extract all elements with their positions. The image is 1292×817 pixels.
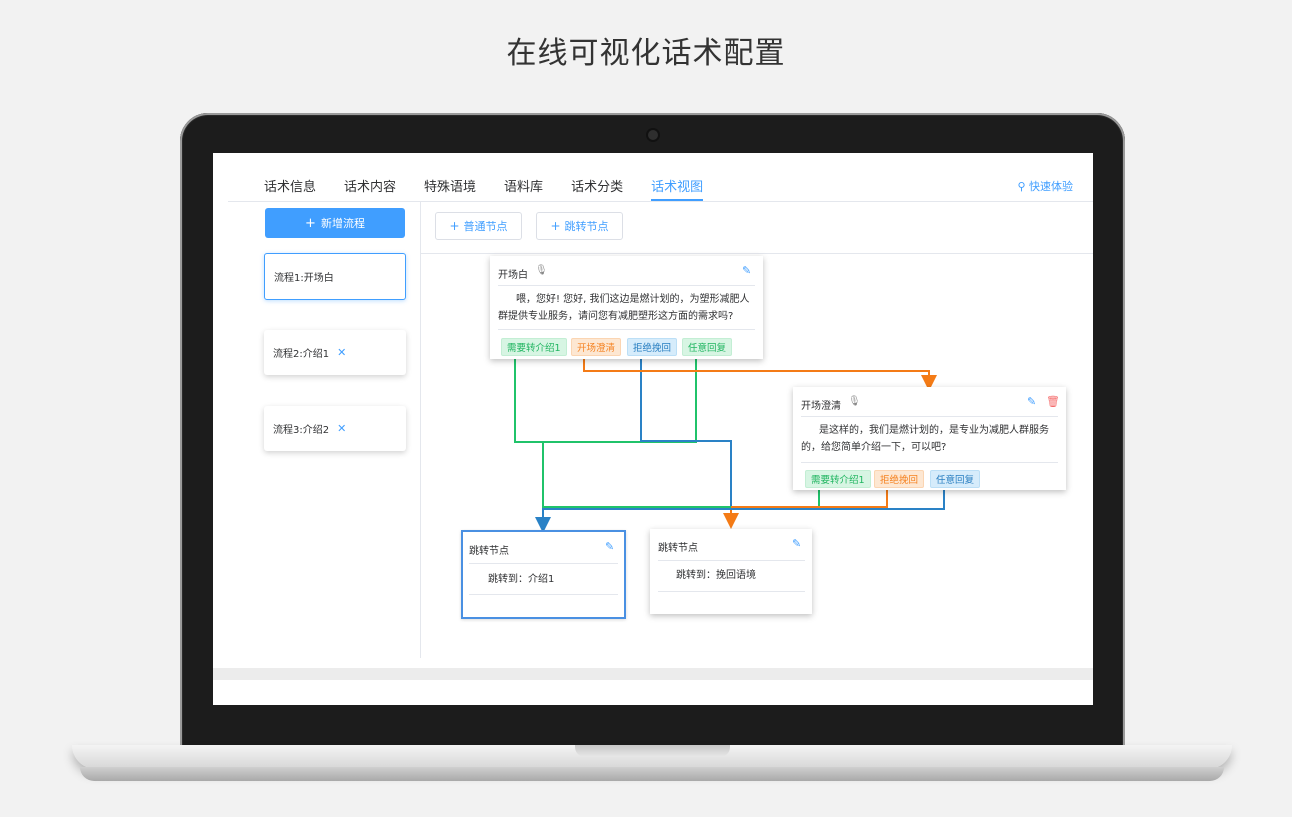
- node-title: 跳转节点: [658, 543, 698, 554]
- node-title: 开场澄清: [801, 401, 841, 412]
- tag-opening-clarify[interactable]: 开场澄清: [571, 338, 622, 356]
- jump-node-label: 跳转节点: [564, 220, 609, 233]
- node-text: 喂，您好! 您好, 我们这边是燃计划的，为塑形减肥人群提供专业服务，请问您有减肥…: [498, 294, 750, 322]
- node-divider: [801, 462, 1058, 463]
- node-text: 跳转到：介绍1: [488, 574, 555, 585]
- tab-special-context[interactable]: 特殊语境: [424, 180, 477, 195]
- tag-refuse-retain[interactable]: 拒绝挽回: [627, 338, 678, 356]
- quick-try-link[interactable]: ⚲ 快速体验: [1017, 178, 1073, 194]
- camera-icon: [648, 130, 658, 140]
- tag-transfer-intro1[interactable]: 需要转介绍1: [805, 470, 871, 488]
- flow-label: 流程1:开场白: [274, 273, 334, 284]
- tab-script-view[interactable]: 话术视图: [637, 168, 717, 201]
- search-icon: ⚲: [1017, 180, 1026, 193]
- node-divider: [801, 416, 1058, 417]
- node-title: 开场白: [498, 270, 528, 281]
- edit-icon[interactable]: ✎: [605, 540, 615, 553]
- tag-any-reply[interactable]: 任意回复: [930, 470, 981, 488]
- quick-try-label: 快速体验: [1029, 180, 1073, 193]
- node-jump-intro1[interactable]: 跳转节点 ✎ 跳转到：介绍1: [461, 530, 626, 619]
- close-icon[interactable]: ✕: [337, 346, 347, 359]
- flow-item-1[interactable]: 流程1:开场白: [264, 253, 406, 300]
- microphone-icon[interactable]: 🎙: [848, 396, 861, 407]
- add-flow-button[interactable]: + 新增流程: [265, 208, 405, 238]
- sidebar-divider: [420, 202, 421, 658]
- app-screen: 话术信息 话术内容 特殊语境 语料库 话术分类 话术视图 ⚲ 快速体验 + 新增…: [213, 153, 1093, 705]
- node-divider: [658, 591, 805, 592]
- tab-script-info[interactable]: 话术信息: [264, 180, 317, 195]
- plus-icon: +: [305, 215, 316, 231]
- microphone-icon[interactable]: 🎙: [535, 265, 548, 276]
- node-text: 是这样的，我们是燃计划的，是专业为减肥人群服务的，给您简单介绍一下，可以吧?: [801, 425, 1049, 453]
- node-divider: [498, 329, 755, 330]
- node-divider: [469, 594, 618, 595]
- node-opening-clarify[interactable]: 开场澄清 🎙 ✎ 🗑 是这样的，我们是燃计划的，是专业为减肥人群服务的，给您简单…: [793, 387, 1066, 490]
- node-divider: [658, 560, 805, 561]
- edit-icon[interactable]: ✎: [1027, 395, 1037, 408]
- flow-label: 流程2:介绍1: [273, 349, 330, 360]
- add-normal-node-button[interactable]: + 普通节点: [435, 212, 522, 240]
- tab-script-content[interactable]: 话术内容: [344, 180, 397, 195]
- tab-script-category[interactable]: 话术分类: [571, 180, 624, 195]
- tabs-divider: [228, 201, 1093, 202]
- node-opening[interactable]: 开场白 🎙 ✎ 喂，您好! 您好, 我们这边是燃计划的，为塑形减肥人群提供专业服…: [490, 256, 763, 359]
- tag-refuse-retain[interactable]: 拒绝挽回: [874, 470, 925, 488]
- edit-icon[interactable]: ✎: [742, 264, 752, 277]
- add-jump-node-button[interactable]: + 跳转节点: [536, 212, 623, 240]
- page-title: 在线可视化话术配置: [506, 36, 786, 71]
- node-divider: [498, 285, 755, 286]
- node-text: 跳转到：挽回语境: [676, 570, 756, 581]
- toolbar-divider: [421, 253, 1093, 254]
- normal-node-label: 普通节点: [463, 220, 508, 233]
- add-flow-label: 新增流程: [320, 217, 365, 230]
- laptop-notch: [575, 745, 730, 757]
- screen-footer-bar: [213, 668, 1093, 680]
- laptop-base-edge: [80, 767, 1224, 781]
- tab-bar: 话术信息 话术内容 特殊语境 语料库 话术分类 话术视图: [250, 168, 717, 201]
- plus-icon: +: [550, 219, 561, 233]
- plus-icon: +: [449, 219, 460, 233]
- edit-icon[interactable]: ✎: [792, 537, 802, 550]
- flow-item-3[interactable]: 流程3:介绍2 ✕: [264, 406, 406, 451]
- tag-transfer-intro1[interactable]: 需要转介绍1: [501, 338, 567, 356]
- delete-icon[interactable]: 🗑: [1046, 395, 1060, 408]
- node-divider: [469, 563, 618, 564]
- tag-any-reply[interactable]: 任意回复: [682, 338, 733, 356]
- tab-corpus[interactable]: 语料库: [504, 180, 544, 195]
- flow-item-2[interactable]: 流程2:介绍1 ✕: [264, 330, 406, 375]
- close-icon[interactable]: ✕: [337, 422, 347, 435]
- flow-label: 流程3:介绍2: [273, 425, 330, 436]
- node-title: 跳转节点: [469, 546, 509, 557]
- node-jump-retain[interactable]: 跳转节点 ✎ 跳转到：挽回语境: [650, 529, 812, 614]
